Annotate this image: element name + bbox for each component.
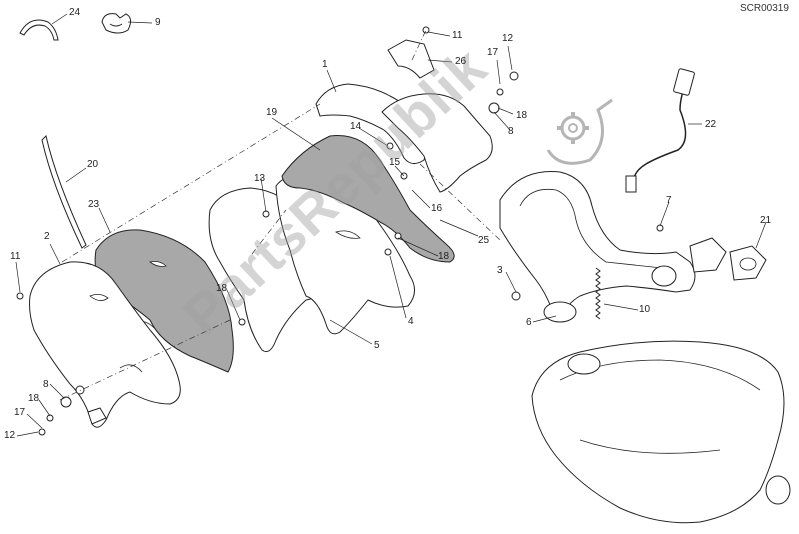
callout-6: 6: [526, 317, 532, 328]
callout-8: 8: [43, 379, 49, 390]
gear-icon: [557, 112, 589, 144]
callout-13: 13: [254, 173, 266, 184]
part-strap-24: [19, 19, 59, 41]
callout-3: 3: [497, 265, 503, 276]
callout-17: 17: [487, 47, 499, 58]
part-sensor-22: [633, 77, 689, 179]
callout-18: 18: [216, 283, 228, 294]
callout-10: 10: [639, 304, 651, 315]
callout-17: 17: [14, 407, 26, 418]
part-shield-19: [281, 135, 455, 263]
exhaust-header-inner: [519, 188, 663, 269]
callout-25: 25: [478, 235, 490, 246]
callout-24: 24: [69, 7, 81, 18]
callout-23: 23: [88, 199, 100, 210]
leader-lines: [15, 13, 767, 437]
cover-2-slot: [89, 294, 143, 373]
callout-14: 14: [350, 121, 362, 132]
callout-20: 20: [87, 159, 99, 170]
fasteners: [16, 26, 664, 436]
flange-21-b-hole: [739, 257, 757, 271]
callout-12: 12: [4, 430, 16, 441]
sensor-tip: [625, 175, 637, 193]
sensor-connector: [673, 68, 695, 96]
silencer-outlet: [765, 475, 791, 505]
diagram-code: SCR00319: [740, 3, 789, 14]
part-silencer: [531, 340, 785, 524]
callout-11: 11: [452, 30, 463, 41]
callout-12: 12: [502, 33, 514, 44]
logo-arc: [546, 98, 613, 165]
part-exhaust-header: [499, 171, 696, 319]
exhaust-outlet: [543, 301, 577, 323]
part-clamp-9: [101, 13, 132, 34]
callout-11: 11: [10, 251, 21, 262]
callout-5: 5: [374, 340, 380, 351]
callout-15: 15: [389, 157, 401, 168]
callout-9: 9: [155, 17, 161, 28]
callout-4: 4: [408, 316, 414, 327]
cover-2-tab: [87, 407, 107, 425]
alignment-lines: [59, 29, 501, 401]
flange-left: [651, 265, 677, 287]
callout-18: 18: [516, 110, 528, 121]
part-strip-20: [41, 135, 87, 249]
callout-19: 19: [266, 107, 278, 118]
part-clip-26: [387, 39, 435, 79]
callout-2: 2: [44, 231, 50, 242]
callout-1: 1: [322, 59, 328, 70]
callout-16: 16: [431, 203, 443, 214]
callout-26: 26: [455, 56, 467, 67]
shield-5-slot: [335, 230, 361, 239]
part-cover-2: [29, 261, 181, 428]
callout-7: 7: [666, 195, 672, 206]
callout-22: 22: [705, 119, 717, 130]
flange-21-b: [729, 245, 767, 281]
part-bracket-1b: [381, 93, 493, 193]
callout-18: 18: [28, 393, 40, 404]
part-spring-10: [595, 267, 601, 320]
callout-8: 8: [508, 126, 514, 137]
silencer-inlet: [567, 353, 601, 375]
flange-21-a: [689, 237, 727, 273]
callout-21: 21: [760, 215, 772, 226]
callout-18: 18: [438, 251, 450, 262]
